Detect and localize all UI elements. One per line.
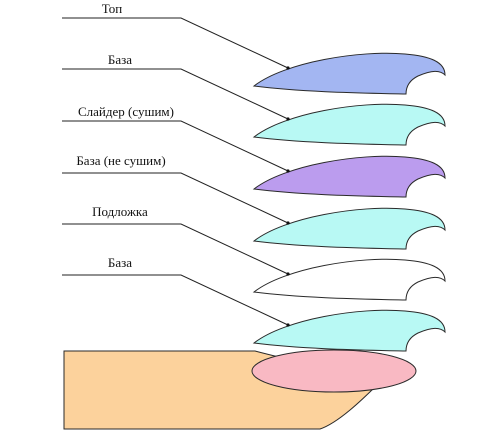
pointer-dot bbox=[286, 66, 290, 70]
nail-layer-shape bbox=[252, 155, 446, 198]
layer-slider: Слайдер (сушим) bbox=[62, 104, 446, 198]
layer-label: База bbox=[108, 255, 132, 270]
nail-layer-shape bbox=[252, 309, 446, 352]
layer-label: База bbox=[108, 52, 132, 67]
pointer-dot bbox=[286, 323, 290, 327]
pointer-dot bbox=[286, 117, 290, 121]
layer-base-2: База bbox=[62, 255, 446, 352]
leader-line bbox=[62, 120, 289, 172]
pointer-dot bbox=[286, 169, 290, 173]
layer-label: Топ bbox=[102, 1, 122, 16]
layer-top: Топ bbox=[62, 1, 446, 95]
nail-layer-shape bbox=[252, 52, 446, 95]
layer-form: Подложка bbox=[62, 204, 446, 301]
layer-label: Подложка bbox=[92, 204, 148, 219]
pointer-dot bbox=[286, 221, 290, 225]
layer-label: База (не сушим) bbox=[76, 153, 165, 168]
layer-base-uncured: База (не сушим) bbox=[62, 153, 446, 250]
layer-base-1: База bbox=[62, 52, 446, 146]
leader-line bbox=[62, 17, 289, 69]
leader-line bbox=[62, 172, 289, 224]
nail-layer-shape bbox=[252, 207, 446, 250]
nail-layer-shape bbox=[252, 258, 446, 301]
pointer-dot bbox=[286, 272, 290, 276]
layer-label: Слайдер (сушим) bbox=[78, 104, 174, 119]
leader-line bbox=[62, 274, 289, 326]
nail-layer-shape bbox=[252, 103, 446, 146]
leader-line bbox=[62, 68, 289, 120]
leader-line bbox=[62, 223, 289, 275]
natural-nail-shape bbox=[251, 349, 417, 393]
